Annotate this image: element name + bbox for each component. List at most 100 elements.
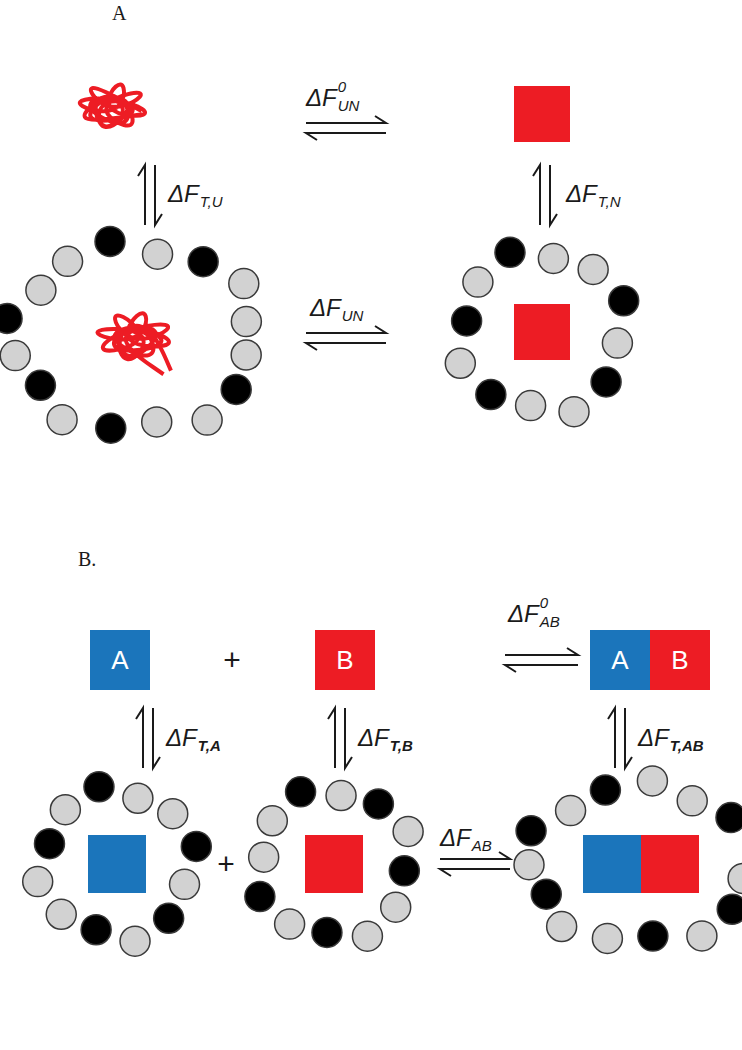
free-energy-symbol: ΔF: [638, 724, 669, 752]
crowder-molecule: [221, 374, 251, 404]
crowder-molecule: [717, 894, 742, 924]
equilibrium-arrow: [608, 708, 615, 768]
crowder-molecule: [0, 341, 30, 371]
unfolded-protein: [80, 85, 145, 128]
subscript: T,B: [390, 737, 413, 754]
crowder-molecule: [637, 766, 667, 796]
crowder-molecule: [638, 921, 668, 951]
crowder-molecule: [531, 879, 561, 909]
crowder-molecule: [275, 909, 305, 939]
free-energy-symbol: ΔF: [566, 180, 597, 208]
protein-name: A: [611, 645, 628, 676]
crowder-molecule: [590, 775, 620, 805]
equilibrium-arrow: [155, 165, 162, 225]
native-protein: [514, 86, 570, 142]
free-energy-symbol: ΔF: [440, 824, 471, 852]
crowder-molecule: [476, 380, 506, 410]
equilibrium-arrow: [306, 326, 386, 333]
equilibrium-arrow: [306, 116, 386, 123]
protein-a: [88, 835, 146, 893]
free-energy-symbol: ΔF: [508, 600, 539, 628]
crowder-molecule: [192, 405, 222, 435]
crowder-molecule: [312, 917, 342, 947]
subscript: AB: [472, 837, 492, 854]
crowder-molecule: [47, 405, 77, 435]
protein-name: B: [671, 645, 688, 676]
subscript: AB: [540, 613, 560, 630]
crowder-molecule: [286, 777, 316, 807]
protein-box: A: [590, 630, 650, 690]
crowder-molecule: [188, 247, 218, 277]
crowder-molecule: [229, 269, 259, 299]
crowder-molecule: [495, 237, 525, 267]
crowder-molecule: [50, 795, 80, 825]
free-energy-symbol: ΔF: [358, 724, 389, 752]
crowder-molecule: [26, 275, 56, 305]
crowder-molecule: [53, 246, 83, 276]
crowder-molecule: [181, 831, 211, 861]
subscript: UN: [338, 97, 360, 114]
superscript: 0: [338, 78, 346, 95]
crowder-molecule: [123, 783, 153, 813]
subscript: T,A: [198, 737, 221, 754]
crowder-molecule: [687, 921, 717, 951]
crowder-molecule: [538, 243, 568, 273]
equilibrium-arrow: [306, 133, 386, 140]
protein-b: [305, 835, 363, 893]
crowder-molecule: [547, 912, 577, 942]
crowder-molecule: [602, 328, 632, 358]
equilibrium-arrow: [345, 708, 352, 768]
protein-box: A: [90, 630, 150, 690]
crowder-molecule: [257, 806, 287, 836]
crowder-molecule: [592, 923, 622, 953]
crowder-molecule: [142, 407, 172, 437]
subscript: T,U: [200, 193, 223, 210]
crowder-molecule: [249, 842, 279, 872]
crowder-molecule: [556, 796, 586, 826]
equilibrium-arrow: [328, 708, 335, 768]
crowder-molecule: [516, 816, 546, 846]
crowder-molecule: [154, 903, 184, 933]
plus-sign: +: [217, 847, 235, 882]
crowder-molecule: [716, 803, 742, 833]
superscript: 0: [540, 594, 548, 611]
protein-box: B: [315, 630, 375, 690]
crowder-molecule: [81, 915, 111, 945]
plus-sign: +: [223, 643, 241, 678]
crowder-molecule: [120, 926, 150, 956]
crowder-molecule: [393, 816, 423, 846]
equilibrium-arrow: [306, 343, 386, 350]
equilibrium-arrow: [153, 708, 160, 768]
crowder-molecule: [578, 254, 608, 284]
crowder-molecule: [609, 286, 639, 316]
panel-letter: B.: [78, 548, 96, 571]
free-energy-symbol: ΔF: [168, 180, 199, 208]
protein-name: A: [111, 645, 128, 676]
crowder-molecule: [0, 303, 22, 333]
subscript: T,N: [598, 193, 621, 210]
equilibrium-arrow: [440, 869, 510, 876]
crowder-molecule: [95, 226, 125, 256]
crowder-molecule: [170, 869, 200, 899]
protein-a: [583, 835, 641, 893]
free-energy-symbol: ΔF: [310, 294, 341, 322]
crowder-molecule: [463, 267, 493, 297]
crowder-molecule: [363, 789, 393, 819]
crowder-molecule: [728, 863, 742, 893]
equilibrium-arrow: [550, 165, 557, 225]
crowder-molecule: [514, 850, 544, 880]
crowder-molecule: [445, 348, 475, 378]
equilibrium-arrow: [533, 165, 540, 225]
protein-b: [641, 835, 699, 893]
crowder-molecule: [143, 239, 173, 269]
panel-letter: A: [112, 2, 126, 25]
crowder-molecule: [677, 786, 707, 816]
crowder-molecule: [245, 882, 275, 912]
equilibrium-arrow: [625, 708, 632, 768]
crowder-molecule: [231, 307, 261, 337]
free-energy-symbol: ΔF: [166, 724, 197, 752]
crowder-molecule: [516, 391, 546, 421]
protein-box: B: [650, 630, 710, 690]
crowder-molecule: [381, 892, 411, 922]
